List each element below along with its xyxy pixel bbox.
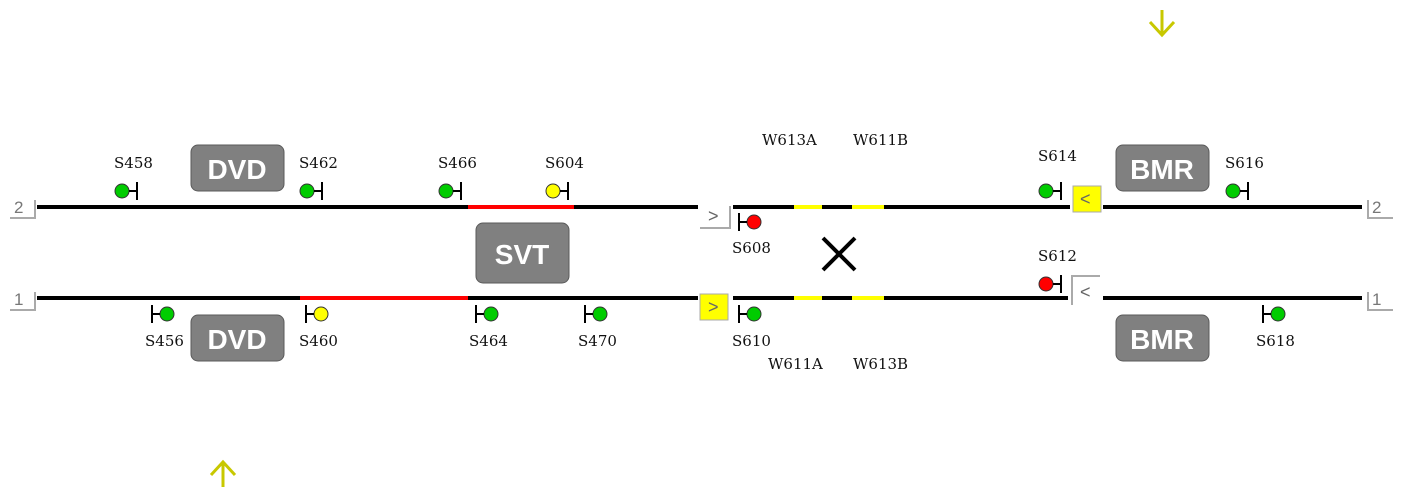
signal-s608[interactable]: S608 — [732, 213, 771, 257]
signal-label: S612 — [1038, 247, 1077, 265]
signal-lamp-icon[interactable] — [1225, 183, 1241, 199]
track-1: 1 > < 1 — [10, 275, 1393, 321]
signal-label: S614 — [1038, 147, 1077, 165]
station-dvd-top[interactable]: DVD — [190, 144, 285, 192]
signal-lamp-icon[interactable] — [1270, 306, 1286, 322]
track-end-bracket-right-2 — [1367, 200, 1393, 219]
signal-s470[interactable]: S470 — [578, 305, 617, 350]
track-number-right-1: 1 — [1372, 290, 1381, 309]
station-label: DVD — [207, 154, 266, 185]
station-bmr-bottom[interactable]: BMR — [1115, 314, 1210, 362]
track-number-left-1: 1 — [14, 290, 23, 309]
crossover-x-icon — [821, 236, 857, 272]
station-label: DVD — [207, 324, 266, 355]
signal-lamp-icon[interactable] — [299, 183, 315, 199]
signal-label: S464 — [469, 332, 508, 350]
signal-lamp-icon[interactable] — [746, 214, 762, 230]
station-bmr-top[interactable]: BMR — [1115, 144, 1210, 192]
signal-lamp-icon[interactable] — [438, 183, 454, 199]
signal-label: S604 — [545, 154, 584, 172]
signal-lamp-icon[interactable] — [1038, 276, 1054, 292]
signal-label: S618 — [1256, 332, 1295, 350]
station-dvd-bottom[interactable]: DVD — [190, 314, 285, 362]
approach-arrow-up-icon — [209, 459, 237, 487]
signal-label: S610 — [732, 332, 771, 350]
station-svt[interactable]: SVT — [475, 222, 570, 284]
signal-s604[interactable]: S604 — [545, 154, 584, 200]
signal-lamp-icon[interactable] — [592, 306, 608, 322]
route-indicator-top-entry[interactable]: > — [708, 206, 719, 226]
signal-label: S616 — [1225, 154, 1264, 172]
signal-s618[interactable]: S618 — [1256, 305, 1295, 350]
signal-s614[interactable]: S614 — [1038, 147, 1077, 200]
signal-s456[interactable]: S456 — [145, 305, 184, 350]
station-label: SVT — [495, 239, 549, 270]
switch-label-w613a: W613A — [762, 131, 817, 149]
route-indicator-bottom-exit[interactable]: < — [1080, 282, 1091, 302]
signal-label: S466 — [438, 154, 477, 172]
signal-s612[interactable]: S612 — [1038, 247, 1077, 293]
signal-lamp-icon[interactable] — [545, 183, 561, 199]
signal-label: S460 — [299, 332, 338, 350]
signal-label: S608 — [732, 239, 771, 257]
track-number-left-2: 2 — [14, 198, 23, 217]
signal-label: S456 — [145, 332, 184, 350]
signal-lamp-icon[interactable] — [746, 306, 762, 322]
signal-lamp-icon[interactable] — [114, 183, 130, 199]
signal-s460[interactable]: S460 — [299, 305, 338, 350]
signal-s466[interactable]: S466 — [438, 154, 477, 200]
track-end-bracket-right-1 — [1367, 292, 1393, 311]
route-indicator-box-bottom-entry[interactable] — [699, 293, 729, 321]
signal-s464[interactable]: S464 — [469, 305, 508, 350]
signal-label: S458 — [114, 154, 153, 172]
approach-arrow-down-icon — [1148, 10, 1176, 38]
signal-label: S462 — [299, 154, 338, 172]
signal-lamp-icon[interactable] — [1038, 183, 1054, 199]
route-indicator-bracket-top-entry — [700, 206, 731, 229]
signal-s462[interactable]: S462 — [299, 154, 338, 200]
signal-s616[interactable]: S616 — [1225, 154, 1264, 200]
signal-lamp-icon[interactable] — [313, 306, 329, 322]
route-indicator-box-top-exit[interactable] — [1072, 185, 1102, 213]
route-indicator-bracket-bottom-exit — [1071, 275, 1100, 305]
track-end-bracket-left-2 — [10, 200, 36, 219]
track-2: 2 > < 2 — [10, 185, 1393, 229]
switch-label-w611a: W611A — [768, 355, 823, 373]
station-label: BMR — [1130, 324, 1194, 355]
signal-s610[interactable]: S610 — [732, 305, 771, 350]
track-number-right-2: 2 — [1372, 198, 1381, 217]
route-indicator-bottom-entry[interactable]: > — [708, 297, 719, 317]
station-label: BMR — [1130, 154, 1194, 185]
signal-s458[interactable]: S458 — [114, 154, 153, 200]
signal-label: S470 — [578, 332, 617, 350]
route-indicator-top-exit[interactable]: < — [1080, 189, 1091, 209]
signal-lamp-icon[interactable] — [483, 306, 499, 322]
switch-label-w611b: W611B — [853, 131, 908, 149]
switch-label-w613b: W613B — [853, 355, 908, 373]
signal-lamp-icon[interactable] — [159, 306, 175, 322]
track-end-bracket-left-1 — [10, 292, 36, 311]
